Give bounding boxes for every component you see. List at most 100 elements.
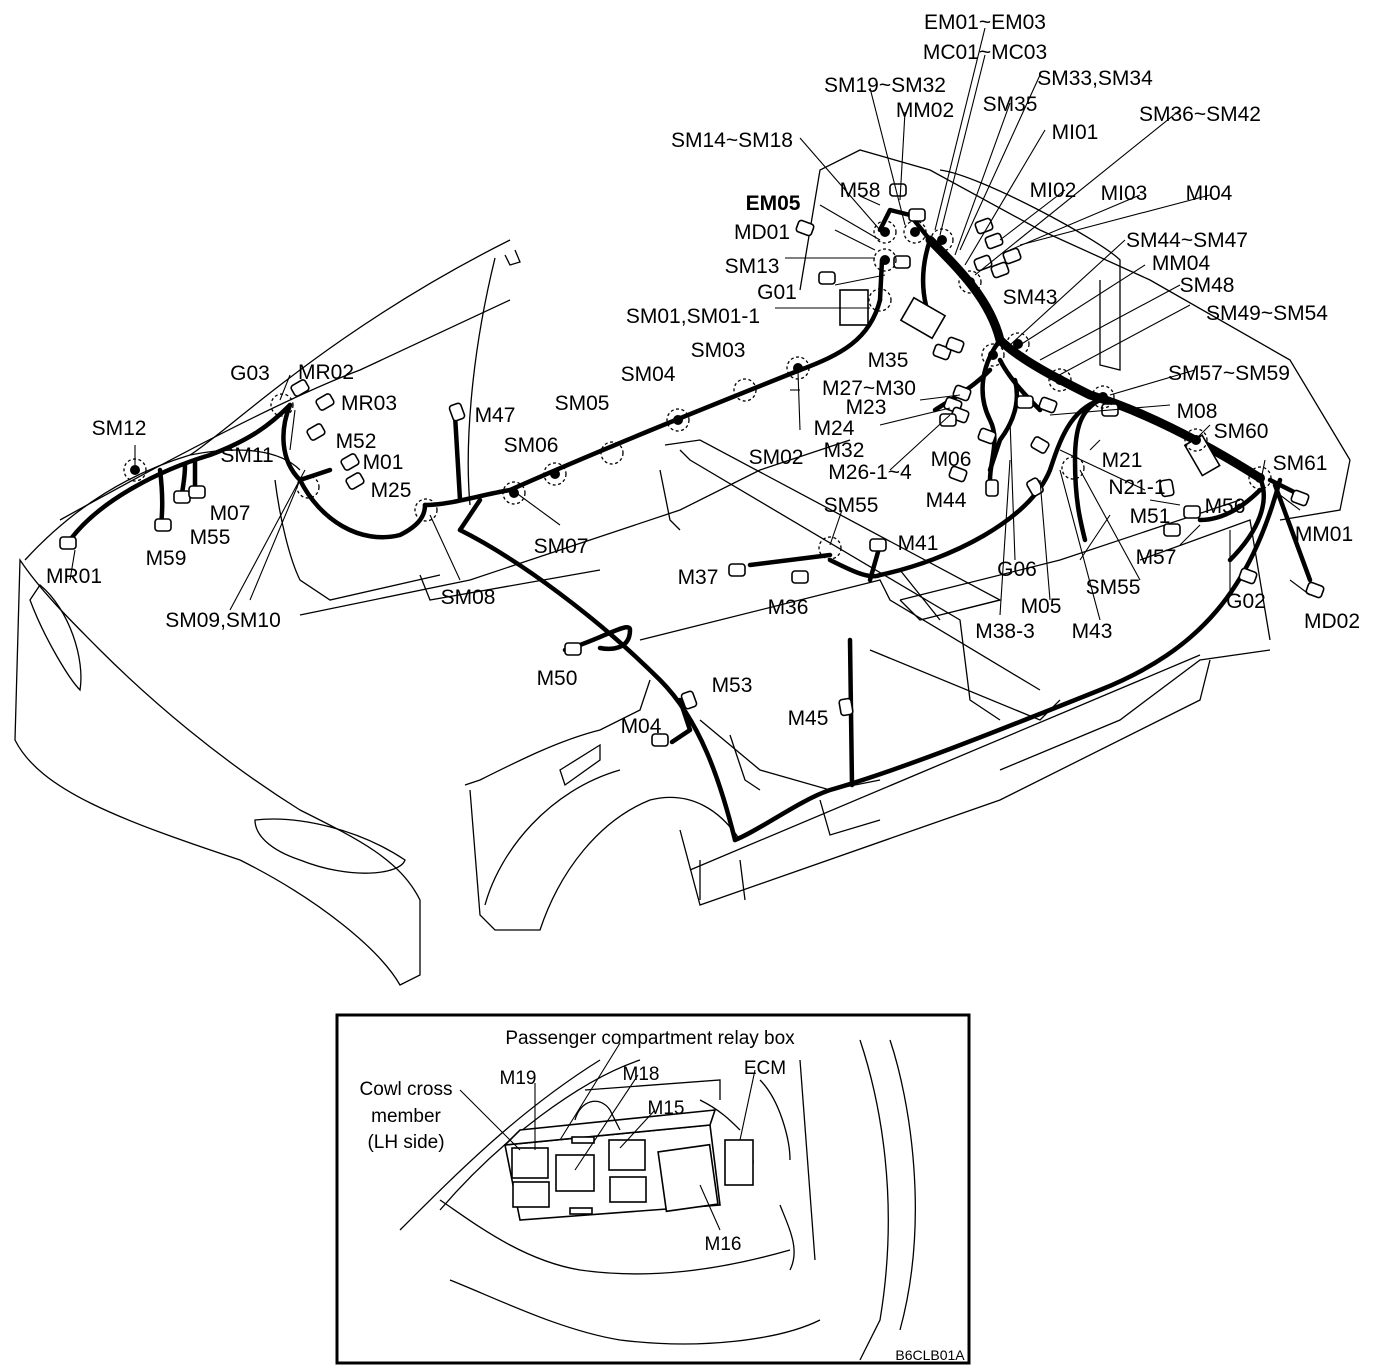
- splice-junction: [600, 441, 624, 465]
- connector-symbol: [985, 479, 999, 497]
- connector-symbol: [1305, 581, 1325, 599]
- label-m24: M24: [814, 417, 855, 440]
- splice-junction: [666, 408, 690, 432]
- connector-symbol: [984, 232, 1004, 250]
- splice-dot: [1255, 473, 1265, 483]
- inset-label-m16: M16: [705, 1234, 742, 1255]
- label-m56: M56: [1205, 495, 1246, 518]
- label-sm57-sm59: SM57~SM59: [1168, 362, 1290, 385]
- splice-junction: [1091, 385, 1115, 409]
- label-sm08: SM08: [441, 586, 496, 609]
- inset-label-figure-code: B6CLB01A: [895, 1347, 965, 1363]
- connector-symbol: [1238, 567, 1258, 585]
- connector-symbol: [973, 254, 993, 272]
- connector-symbol: [345, 472, 365, 490]
- label-m47: M47: [475, 404, 516, 427]
- connector-symbol: [59, 536, 77, 550]
- label-m52: M52: [336, 430, 377, 453]
- label-sm02: SM02: [749, 446, 804, 469]
- connector-symbol: [188, 485, 206, 499]
- connector-symbol: [939, 413, 957, 427]
- inset-label-m18: M18: [623, 1064, 660, 1085]
- splice-junction: [903, 220, 927, 244]
- label-sm13: SM13: [725, 255, 780, 278]
- label-m43: M43: [1072, 620, 1113, 643]
- connector-symbol: [1159, 478, 1175, 498]
- label-sm43: SM43: [1003, 286, 1058, 309]
- label-m57: M57: [1136, 546, 1177, 569]
- connector-symbol: [1030, 436, 1050, 454]
- label-sm11: SM11: [220, 444, 273, 467]
- label-sm49-sm54: SM49~SM54: [1206, 302, 1328, 325]
- label-m05: M05: [1021, 595, 1062, 618]
- label-m04: M04: [621, 715, 662, 738]
- label-sm44-sm47: SM44~SM47: [1126, 229, 1248, 252]
- label-m21: M21: [1102, 449, 1143, 472]
- splice-junction: [543, 462, 567, 486]
- label-m55: M55: [190, 526, 231, 549]
- splice-junction: [981, 343, 1005, 367]
- connector-symbol: [838, 697, 854, 717]
- label-sm60: SM60: [1214, 420, 1269, 443]
- connector-symbol: [908, 208, 926, 222]
- connector-symbol: [952, 384, 972, 402]
- splice-dot: [988, 350, 998, 360]
- splice-dot: [509, 488, 519, 498]
- label-m07: M07: [210, 502, 251, 525]
- label-n21-1: N21-1: [1108, 476, 1165, 499]
- inset-label-m19: M19: [500, 1068, 537, 1089]
- label-sm61: SM61: [1273, 452, 1328, 475]
- splice-junction: [502, 481, 526, 505]
- label-em01-em03: EM01~EM03: [924, 11, 1046, 34]
- connector-symbol: [977, 427, 997, 445]
- label-m58: M58: [840, 179, 881, 202]
- label-mi03: MI03: [1101, 182, 1148, 205]
- connector-symbol: [1163, 523, 1181, 537]
- label-sm01: SM01,SM01-1: [626, 305, 760, 328]
- label-m45: M45: [788, 707, 829, 730]
- label-g06: G06: [997, 558, 1037, 581]
- connector-symbol: [1016, 395, 1034, 409]
- leader-lines: [69, 27, 1311, 621]
- label-mr02: MR02: [298, 361, 354, 384]
- label-m27-m30: M27~M30: [822, 377, 916, 400]
- splice-junction: [818, 536, 842, 560]
- connector-symbol: [869, 538, 887, 552]
- splice-dot: [793, 363, 803, 373]
- connector-symbol: [173, 490, 191, 504]
- connector-symbol: [154, 518, 172, 532]
- label-mm01: MM01: [1295, 523, 1353, 546]
- inset-label-cowl-line3: (LH side): [367, 1132, 444, 1153]
- label-sm06: SM06: [504, 434, 559, 457]
- connector-symbol: [889, 183, 907, 197]
- connector-symbol: [974, 217, 994, 235]
- splice-junction: [1248, 466, 1272, 490]
- label-mc01-mc03: MC01~MC03: [923, 41, 1047, 64]
- splice-dot: [1013, 339, 1023, 349]
- connector-symbol: [990, 261, 1010, 279]
- label-mi01: MI01: [1052, 121, 1099, 144]
- connector-symbol: [1002, 247, 1022, 265]
- connector-symbols: [59, 183, 1325, 747]
- label-m32: M32: [824, 439, 865, 462]
- label-m26: M26-1~4: [828, 461, 912, 484]
- label-m06: M06: [931, 448, 972, 471]
- vehicle-body-outline: [14, 149, 1351, 986]
- label-m35: M35: [868, 349, 909, 372]
- label-sm48: SM48: [1180, 274, 1235, 297]
- label-sm03: SM03: [691, 339, 746, 362]
- label-m51: M51: [1130, 505, 1171, 528]
- label-m23: M23: [846, 396, 887, 419]
- label-mm02: MM02: [896, 99, 954, 122]
- splice-junction: [1061, 456, 1085, 480]
- inset-label-cowl-line2: member: [371, 1106, 441, 1127]
- label-g02: G02: [1226, 590, 1266, 613]
- connector-symbol: [315, 393, 335, 411]
- connector-symbol: [945, 336, 965, 354]
- inset-label-m15: M15: [648, 1098, 685, 1119]
- label-sm19-sm32: SM19~SM32: [824, 74, 946, 97]
- inset-label-ecm: ECM: [744, 1058, 786, 1079]
- splice-dot: [1191, 435, 1201, 445]
- splice-dot: [937, 235, 947, 245]
